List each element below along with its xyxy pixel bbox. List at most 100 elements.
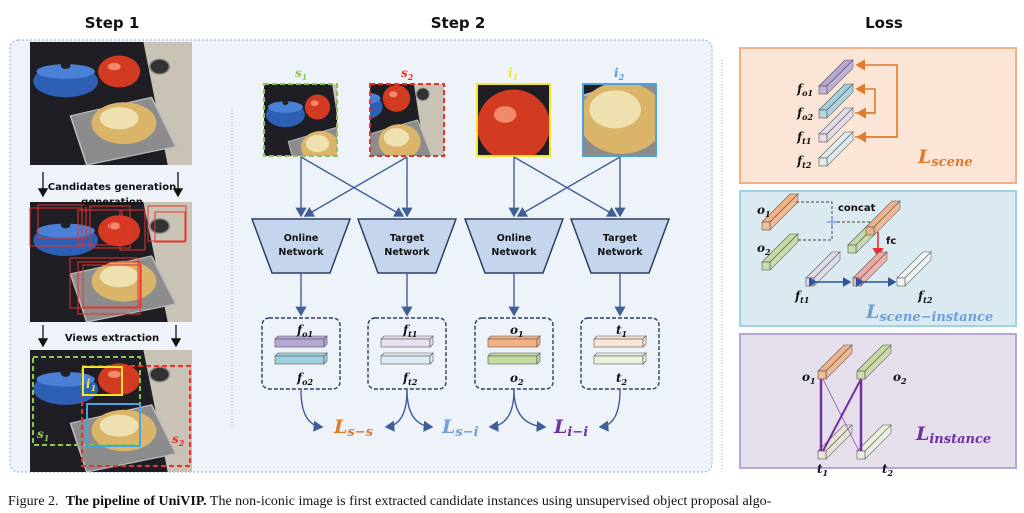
feature-vector: [593, 355, 644, 365]
instance-pair-line: [822, 378, 860, 452]
network-label: Online: [497, 233, 532, 244]
network-label: Network: [384, 247, 430, 258]
scene-instance-loss-title: Lscene−instance: [865, 301, 993, 325]
flow-arrow: [303, 156, 408, 217]
fc-label: fc: [886, 236, 896, 247]
view-s2-image: [369, 83, 445, 157]
instance-pair-line: [822, 378, 862, 452]
step2-header: Step 2: [431, 14, 486, 32]
scene-feature-bar: [818, 107, 854, 143]
views-extraction-label: Views extraction: [65, 333, 159, 344]
feature-label-top: o1: [510, 323, 524, 339]
network-label: Online: [284, 233, 319, 244]
feature-vector: [487, 355, 538, 365]
scene-feature-bar: [818, 83, 854, 119]
feature-vector: [593, 338, 644, 348]
feature-label-bottom: t2: [616, 371, 628, 387]
instance-t1-label: t1: [817, 462, 828, 478]
view-label: i1: [508, 66, 518, 82]
loss-arrow: [598, 389, 621, 432]
feature-vector: [380, 338, 431, 348]
view-s1-image: [263, 83, 338, 157]
feature-vector: [323, 335, 328, 348]
ft1-label: ft1: [794, 289, 809, 305]
caption-title: The pipeline of UniVIP.: [65, 494, 207, 509]
step1-header: Step 1: [85, 14, 140, 32]
network-label: Target: [603, 233, 638, 244]
feature-vector: [429, 335, 434, 348]
flow-arrow: [516, 156, 621, 217]
instance-o2-label: o2: [893, 370, 907, 386]
feature-vector: [380, 355, 431, 365]
feature-vector: [487, 338, 538, 348]
figure-caption: Figure 2. The pipeline of UniVIP. The no…: [8, 494, 771, 510]
feature-group: [261, 317, 341, 390]
loss-arrow: [406, 389, 434, 432]
candidates-generation-label: Candidates generation: [48, 182, 176, 193]
view-label: s1: [295, 66, 307, 82]
instance-o1-bar: [817, 344, 853, 380]
instance-t2-label: t2: [882, 462, 894, 478]
feature-vector: [429, 352, 434, 365]
feature-vector: [536, 352, 541, 365]
feature-vector: [274, 355, 325, 365]
loss-label-i-i: Li−i: [553, 416, 588, 440]
source-image: [30, 42, 192, 165]
scene-loss-title: Lscene: [917, 146, 973, 170]
o2-bar: [761, 233, 799, 271]
loss-header: Loss: [865, 14, 903, 32]
scene-feature-label: fo2: [796, 106, 814, 122]
online-network: [250, 218, 352, 274]
instance-loss-title: Linstance: [915, 423, 991, 447]
instance-o2-bar: [856, 344, 892, 380]
feature-group: [580, 317, 660, 390]
feature-vector: [380, 352, 434, 357]
view-i2-box: [86, 403, 141, 447]
view-label: i2: [614, 66, 625, 82]
online-network: [463, 218, 565, 274]
view-i1-label: i1: [86, 377, 96, 393]
plus-icon: +: [825, 212, 838, 231]
views-image: i1 s1 s2: [30, 350, 192, 472]
scene-feature-bar: [818, 131, 854, 167]
loss-arrow: [300, 389, 324, 432]
feature-label-top: fo1: [296, 323, 313, 339]
feature-group: [474, 317, 554, 390]
feature-vector: [536, 335, 541, 348]
ft2-label: ft2: [917, 289, 933, 305]
feature-vector: [642, 335, 647, 348]
feature-label-top: t1: [616, 323, 627, 339]
concat-bar-o1: [865, 200, 901, 236]
feature-vector: [642, 352, 647, 365]
view-s1-label: s1: [37, 427, 49, 443]
concat-dashed-lines: [796, 201, 878, 241]
feature-label-bottom: o2: [510, 371, 524, 387]
scene-feature-bar: [818, 59, 854, 95]
scene-feature-label: fo1: [796, 82, 813, 98]
loss-arrow: [513, 389, 547, 433]
concat-label: concat: [838, 203, 876, 214]
feature-label-bottom: fo2: [296, 371, 314, 387]
target-network: [356, 218, 458, 274]
caption-prefix: Figure 2.: [8, 494, 59, 509]
feature-vector: [487, 352, 541, 357]
network-label: Network: [278, 247, 324, 258]
loss-label-s-i: Ls−i: [441, 416, 479, 440]
feature-label-bottom: ft2: [402, 371, 418, 387]
feature-group: [367, 317, 447, 390]
view-label: s2: [401, 66, 414, 82]
caption-text: The non-iconic image is first extracted …: [209, 494, 772, 509]
candidates-generation-overlap-label: generation: [81, 197, 143, 208]
loss-label-s-s: Ls−s: [333, 416, 374, 440]
feature-label-top: ft1: [402, 323, 417, 339]
view-i2-image: [582, 83, 657, 157]
network-label: Network: [597, 247, 643, 258]
instance-t2-bar: [856, 424, 892, 460]
feature-vector: [323, 352, 328, 365]
feature-vector: [593, 352, 647, 357]
candidates-image: [29, 202, 192, 322]
flow-arrow: [513, 156, 618, 217]
